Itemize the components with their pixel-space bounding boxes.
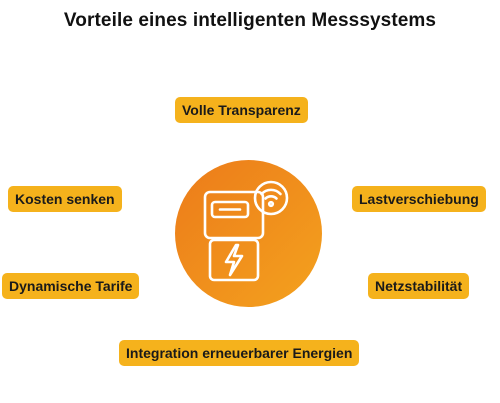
diagram-title: Vorteile eines intelligenten Messsystems xyxy=(63,10,437,31)
benefit-integration-erneuerbarer-energien: Integration erneuerbarer Energien xyxy=(119,340,360,366)
benefit-lastverschiebung: Lastverschiebung xyxy=(352,186,486,212)
benefit-volle-transparenz: Volle Transparenz xyxy=(175,97,308,123)
benefit-dynamische-tarife: Dynamische Tarife xyxy=(2,273,140,299)
center-circle xyxy=(175,160,322,307)
smart-meter-icon xyxy=(175,160,322,307)
benefit-kosten-senken: Kosten senken xyxy=(8,186,122,212)
benefit-netzstabilitaet: Netzstabilität xyxy=(368,273,470,299)
